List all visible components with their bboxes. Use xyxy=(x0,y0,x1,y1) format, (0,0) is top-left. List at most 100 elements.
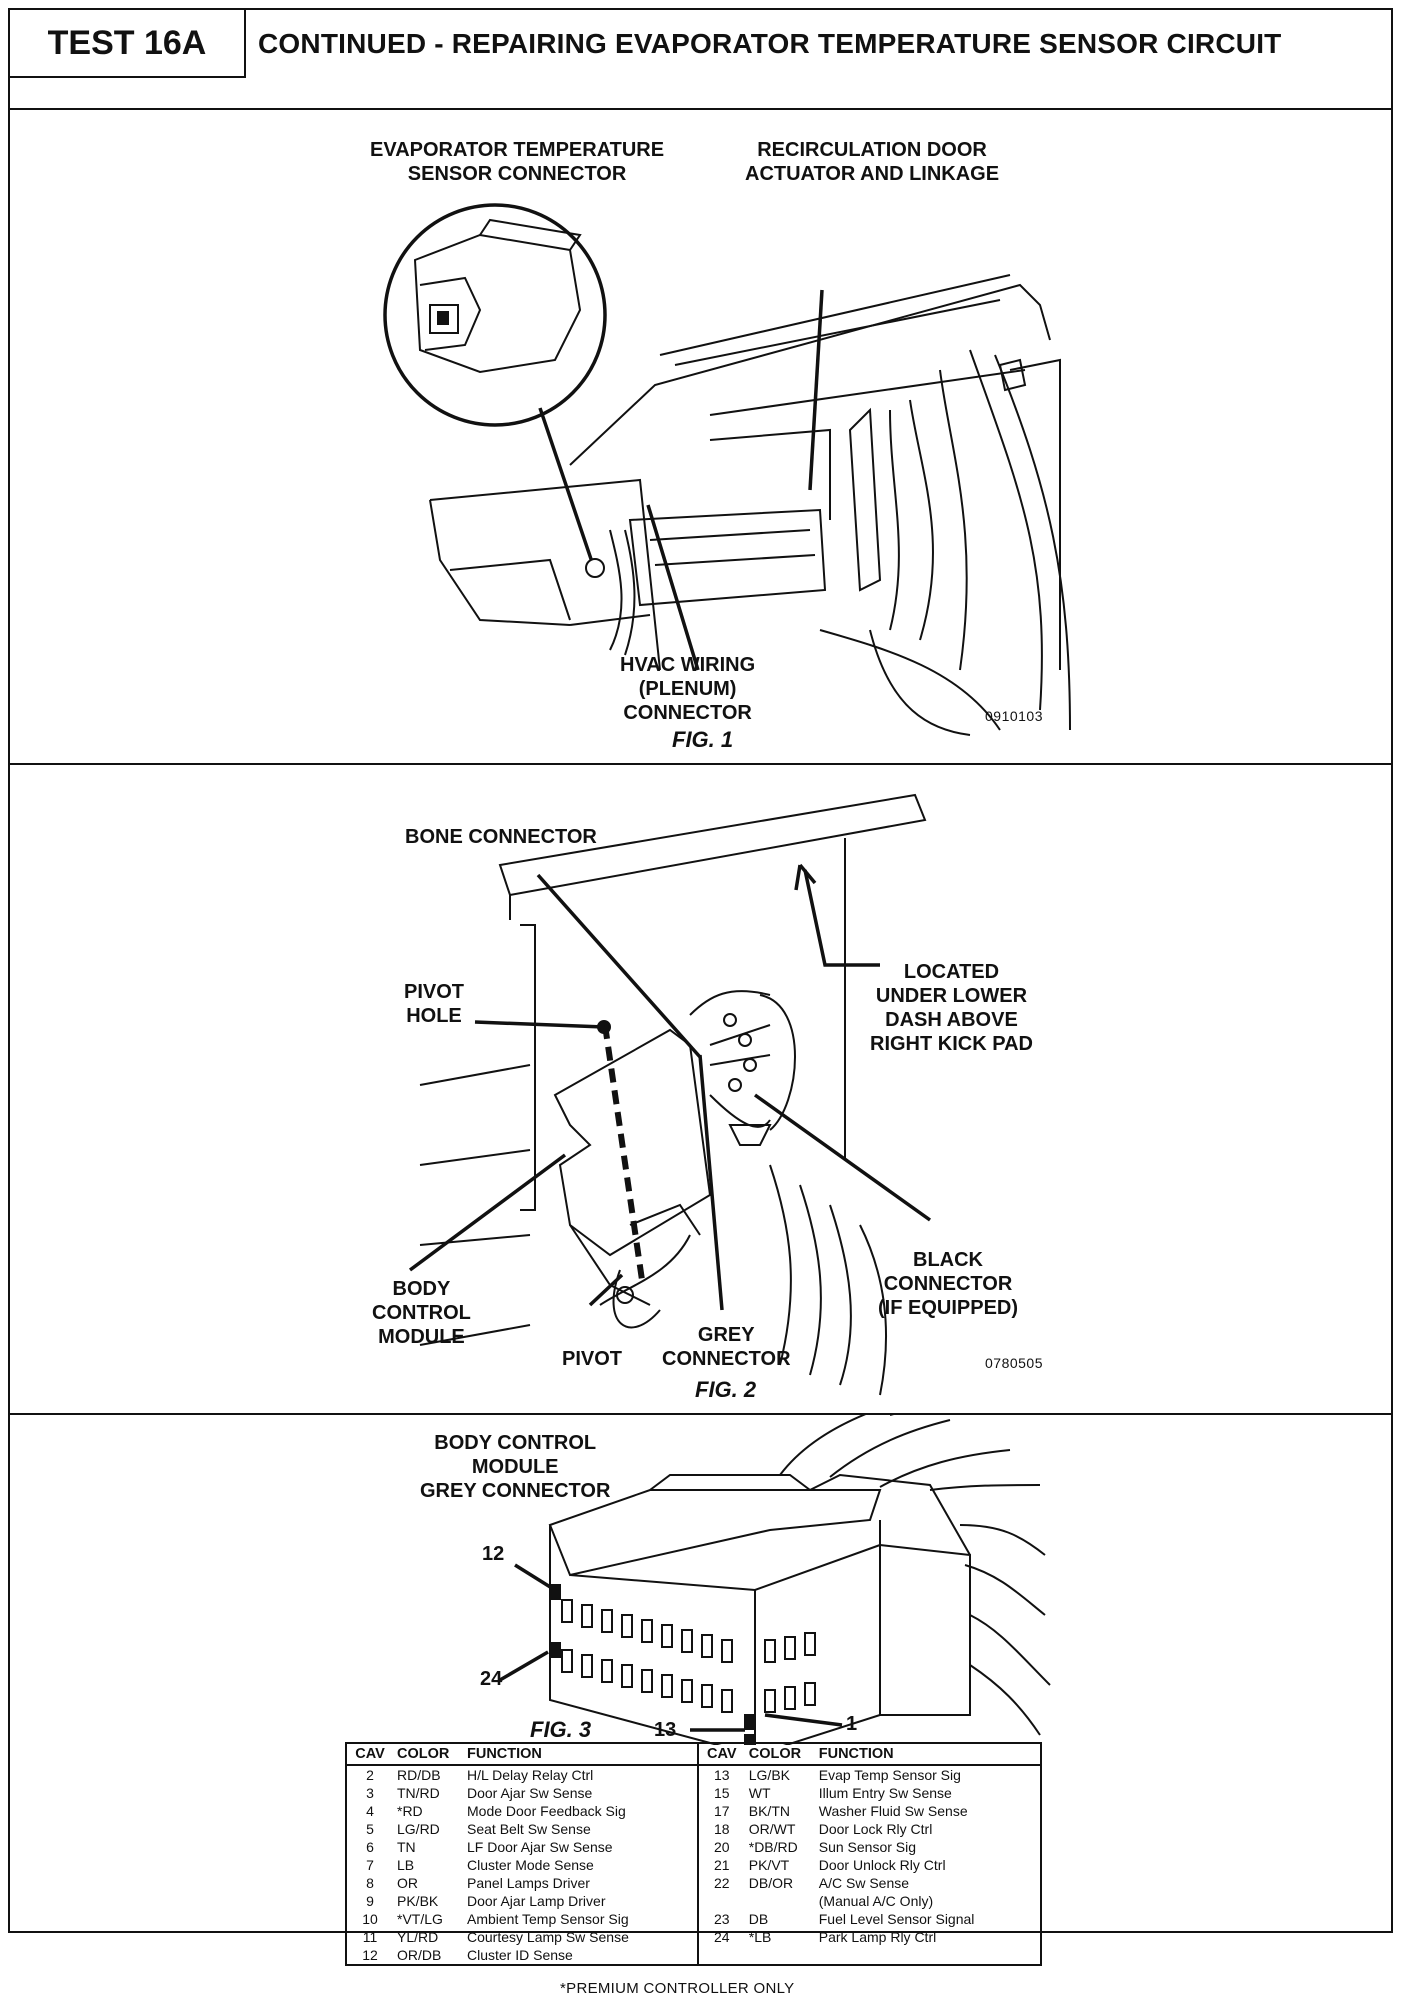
function-cell: Door Ajar Lamp Driver xyxy=(467,1893,606,1909)
header-function-left: FUNCTION xyxy=(463,1743,698,1766)
function-cell: A/C Sw Sense xyxy=(818,1875,910,1891)
color-cell: LG/BK xyxy=(748,1767,790,1783)
cav-cell: 2 xyxy=(366,1767,374,1783)
function-cell: Door Unlock Rly Ctrl xyxy=(818,1857,946,1873)
color-cell: *RD xyxy=(397,1803,423,1819)
color-cell: *DB/RD xyxy=(748,1839,798,1855)
header-function-right: FUNCTION xyxy=(814,1743,1041,1766)
header-color-left: COLOR xyxy=(393,1743,463,1766)
function-cell: Washer Fluid Sw Sense xyxy=(818,1803,968,1819)
function-cell: Door Lock Rly Ctrl xyxy=(818,1821,933,1837)
pin-label-24: 24 xyxy=(480,1668,503,1690)
cav-cell: 3 xyxy=(366,1785,374,1801)
test-id: TEST 16A xyxy=(10,10,246,78)
cav-cell: 21 xyxy=(696,1856,745,1874)
cav-cell: 10 xyxy=(362,1911,378,1927)
label-evaporator-sensor-connector-text: EVAPORATOR TEMPERATURE SENSOR CONNECTOR xyxy=(370,139,665,185)
cav-cell: 17 xyxy=(696,1802,745,1820)
label-black-connector: BLACK CONNECTOR (IF EQUIPPED) xyxy=(878,1248,1018,1320)
figure-3-title: BODY CONTROL MODULE GREY CONNECTOR xyxy=(420,1431,610,1503)
header-color-right: COLOR xyxy=(744,1743,815,1766)
page-header: TEST 16A CONTINUED - REPAIRING EVAPORATO… xyxy=(10,10,1391,110)
label-bone-connector: BONE CONNECTOR xyxy=(405,826,597,848)
page-title: CONTINUED - REPAIRING EVAPORATOR TEMPERA… xyxy=(258,28,1282,59)
function-cell: Sun Sensor Sig xyxy=(818,1839,917,1855)
figure-2-code: 0780505 xyxy=(985,1355,1044,1371)
cav-cell: 13 xyxy=(696,1765,745,1784)
color-cell xyxy=(745,1892,815,1910)
cav-cell: 12 xyxy=(362,1947,378,1963)
cav-cell: 18 xyxy=(696,1820,745,1838)
label-pivot-hole-text: PIVOT HOLE xyxy=(404,981,465,1027)
label-located-text: LOCATED UNDER LOWER DASH ABOVE RIGHT KIC… xyxy=(870,961,1033,1055)
figure-3-illustration xyxy=(499,1415,1051,1745)
color-cell: OR/WT xyxy=(748,1821,796,1837)
cav-cell: 6 xyxy=(366,1839,374,1855)
pin-label-12: 12 xyxy=(482,1543,505,1565)
figure-1-illustration xyxy=(383,203,1071,736)
cav-cell: 20 xyxy=(696,1838,745,1856)
color-cell: DB xyxy=(748,1911,769,1927)
figure-2-panel: BONE CONNECTOR LOCATED UNDER LOWER DASH … xyxy=(10,765,1391,1415)
header-cav-right: CAV xyxy=(696,1743,745,1766)
function-cell: Mode Door Feedback Sig xyxy=(467,1803,626,1819)
color-cell: *VT/LG xyxy=(397,1911,443,1927)
function-cell: Park Lamp Rly Ctrl xyxy=(818,1929,937,1945)
label-hvac-wiring-text: HVAC WIRING (PLENUM) CONNECTOR xyxy=(620,654,756,724)
cav-cell: 11 xyxy=(362,1929,378,1945)
function-cell: Courtesy Lamp Sw Sense xyxy=(467,1929,629,1945)
figure-3-title-text: BODY CONTROL MODULE GREY CONNECTOR xyxy=(420,1432,611,1502)
color-cell: TN xyxy=(397,1839,416,1855)
function-cell: Panel Lamps Driver xyxy=(467,1875,590,1891)
label-pivot-hole: PIVOT HOLE xyxy=(404,980,464,1028)
figure-2-illustration xyxy=(408,793,932,1396)
function-cell: H/L Delay Relay Ctrl xyxy=(467,1767,594,1783)
label-pivot: PIVOT xyxy=(562,1348,623,1370)
color-cell xyxy=(745,1946,815,1965)
color-cell: PK/VT xyxy=(748,1857,790,1873)
label-recirculation-door-text: RECIRCULATION DOOR ACTUATOR AND LINKAGE xyxy=(745,139,1000,185)
figure-3-caption: FIG. 3 xyxy=(530,1717,592,1742)
function-cell: Seat Belt Sw Sense xyxy=(467,1821,591,1837)
figure-2-caption: FIG. 2 xyxy=(695,1377,757,1402)
label-body-control-module-text: BODY CONTROL MODULE xyxy=(372,1278,471,1348)
function-cell: Ambient Temp Sensor Sig xyxy=(467,1911,629,1927)
color-cell: PK/BK xyxy=(397,1893,439,1909)
label-located: LOCATED UNDER LOWER DASH ABOVE RIGHT KIC… xyxy=(870,960,1033,1056)
label-body-control-module: BODY CONTROL MODULE xyxy=(372,1277,471,1349)
color-cell: OR xyxy=(397,1875,418,1891)
table-header-row: CAV COLOR FUNCTION CAV COLOR FUNCTION xyxy=(346,1743,1041,1766)
color-cell: LB xyxy=(397,1857,415,1873)
cav-cell: 4 xyxy=(366,1803,374,1819)
table-row: 12 OR/DB Cluster ID Sense xyxy=(346,1946,1041,1965)
label-recirculation-door: RECIRCULATION DOOR ACTUATOR AND LINKAGE xyxy=(745,138,999,186)
cav-cell xyxy=(696,1946,745,1965)
label-black-connector-text: BLACK CONNECTOR (IF EQUIPPED) xyxy=(878,1249,1019,1319)
label-evaporator-sensor-connector: EVAPORATOR TEMPERATURE SENSOR CONNECTOR xyxy=(370,138,664,186)
color-cell: TN/RD xyxy=(397,1785,440,1801)
cav-cell: 8 xyxy=(366,1875,374,1891)
cav-cell: 15 xyxy=(696,1784,745,1802)
pin-label-13: 13 xyxy=(654,1719,677,1741)
function-cell: Door Ajar Sw Sense xyxy=(467,1785,593,1801)
pin-function-table: CAV COLOR FUNCTION CAV COLOR FUNCTION 2 R… xyxy=(345,1742,1042,1966)
function-cell: Cluster ID Sense xyxy=(467,1947,573,1963)
color-cell: RD/DB xyxy=(397,1767,441,1783)
pin-label-1: 1 xyxy=(846,1713,858,1735)
cav-cell: 24 xyxy=(696,1928,745,1946)
color-cell: OR/DB xyxy=(397,1947,442,1963)
color-cell: *LB xyxy=(748,1929,772,1945)
cav-cell: 9 xyxy=(366,1893,374,1909)
cav-cell xyxy=(696,1892,745,1910)
cav-cell: 23 xyxy=(696,1910,745,1928)
color-cell: DB/OR xyxy=(748,1875,794,1891)
color-cell: LG/RD xyxy=(397,1821,440,1837)
figure-1-panel: EVAPORATOR TEMPERATURE SENSOR CONNECTOR … xyxy=(10,110,1391,765)
